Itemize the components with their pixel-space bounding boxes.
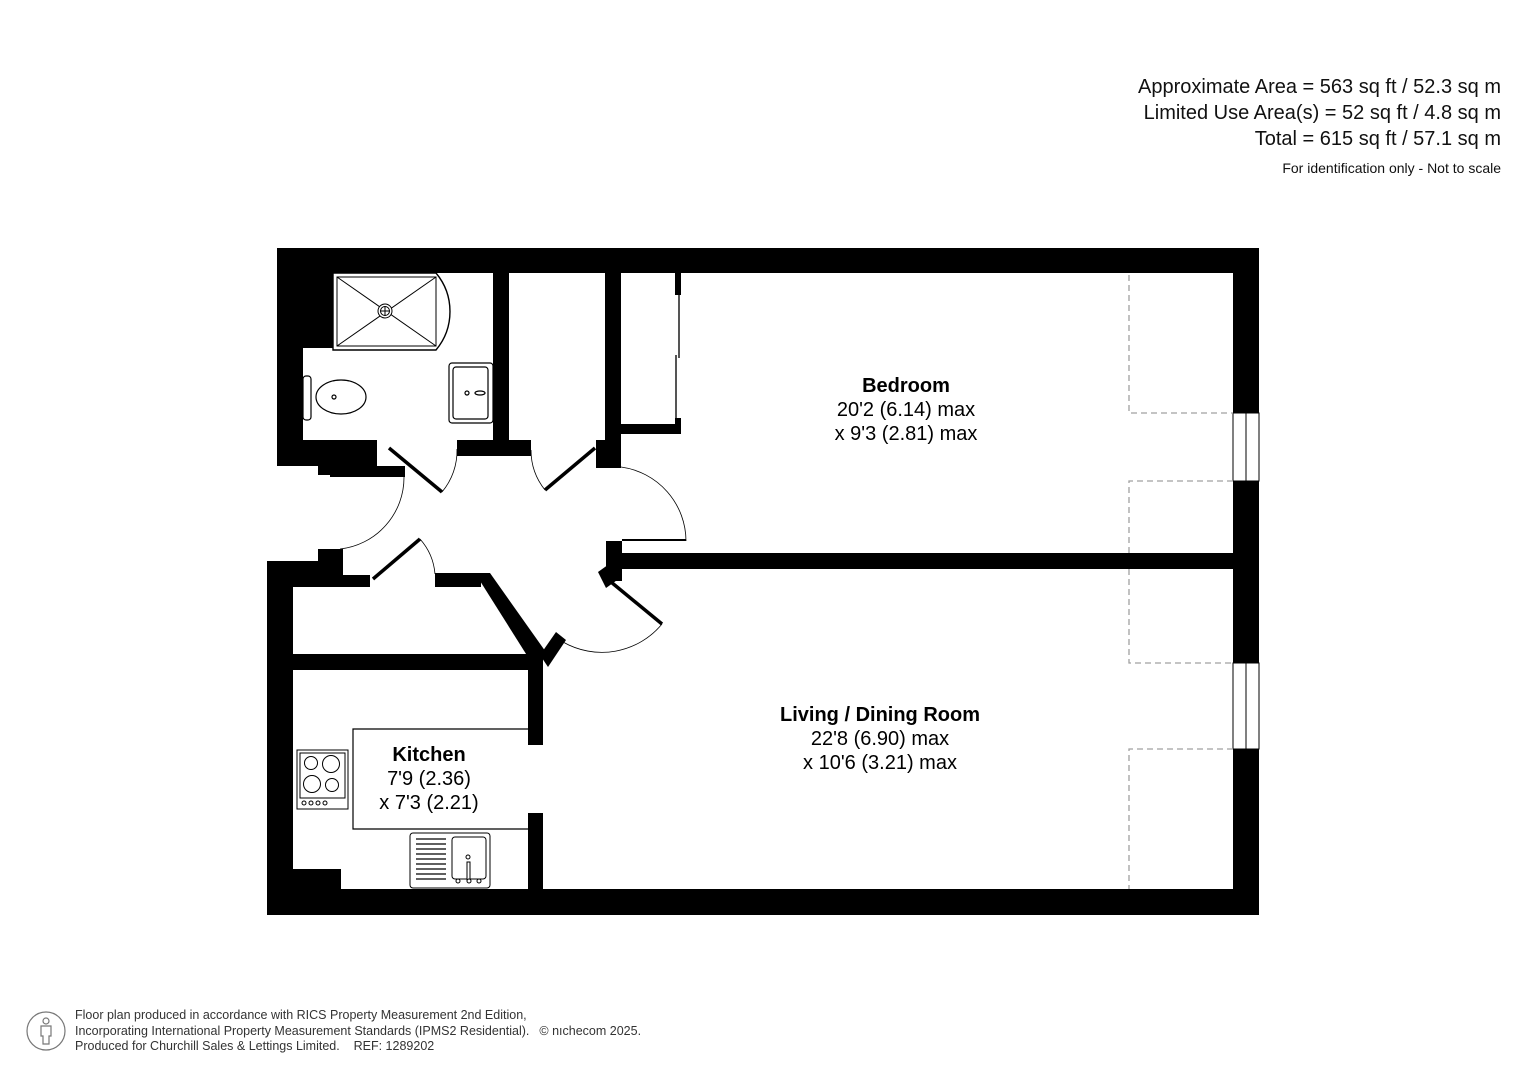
limited-use-area: Limited Use Area(s) = 52 sq ft / 4.8 sq … (1143, 102, 1501, 124)
approximate-area: Approximate Area = 563 sq ft / 52.3 sq m (1138, 76, 1501, 98)
room-dimension-length: 20'2 (6.14) max (836, 399, 976, 421)
room-dimension-length: 7'9 (2.36) (387, 768, 471, 790)
footer-text: Floor plan produced in accordance with R… (75, 1008, 641, 1055)
toilet (302, 375, 367, 421)
hob (296, 749, 349, 810)
footer-line-2: Incorporating International Property Mea… (75, 1023, 530, 1038)
room-name: Living / Dining Room (780, 704, 980, 726)
washbasin (448, 362, 494, 424)
kitchen-label: Kitchen 7'9 (2.36) x 7'3 (2.21) (379, 743, 478, 815)
walls (267, 248, 1259, 915)
bedroom-label: Bedroom 20'2 (6.14) max x 9'3 (2.81) max (835, 374, 978, 446)
wardrobe-sliding-doors (675, 295, 680, 418)
limited-use-area-outlines (1128, 275, 1233, 889)
sink-with-drainer (409, 832, 491, 889)
living-room-window (1232, 662, 1260, 750)
copyright: © nıchecom 2025. (539, 1023, 642, 1038)
footer-line-1: Floor plan produced in accordance with R… (75, 1008, 527, 1022)
total-area: Total = 615 sq ft / 57.1 sq m (1254, 128, 1501, 150)
living-dining-room-label: Living / Dining Room 22'8 (6.90) max x 1… (780, 703, 980, 775)
bedroom-window (1232, 412, 1260, 482)
doors (339, 446, 687, 653)
room-dimension-length: 22'8 (6.90) max (810, 728, 950, 750)
room-name: Bedroom (862, 375, 950, 397)
room-dimension-width: x 7'3 (2.21) (379, 792, 479, 814)
kitchen-worktop (352, 728, 528, 830)
person-figure-icon (26, 1011, 66, 1051)
footer: Floor plan produced in accordance with R… (26, 1008, 641, 1055)
footer-line-3: Produced for Churchill Sales & Lettings … (75, 1039, 435, 1053)
room-name: Kitchen (392, 744, 466, 766)
shower-tray (332, 272, 451, 351)
area-summary: Approximate Area = 563 sq ft / 52.3 sq m… (1138, 74, 1501, 178)
room-dimension-width: x 9'3 (2.81) max (834, 423, 978, 445)
scale-disclaimer: For identification only - Not to scale (1282, 160, 1501, 176)
room-dimension-width: x 10'6 (3.21) max (803, 752, 957, 774)
